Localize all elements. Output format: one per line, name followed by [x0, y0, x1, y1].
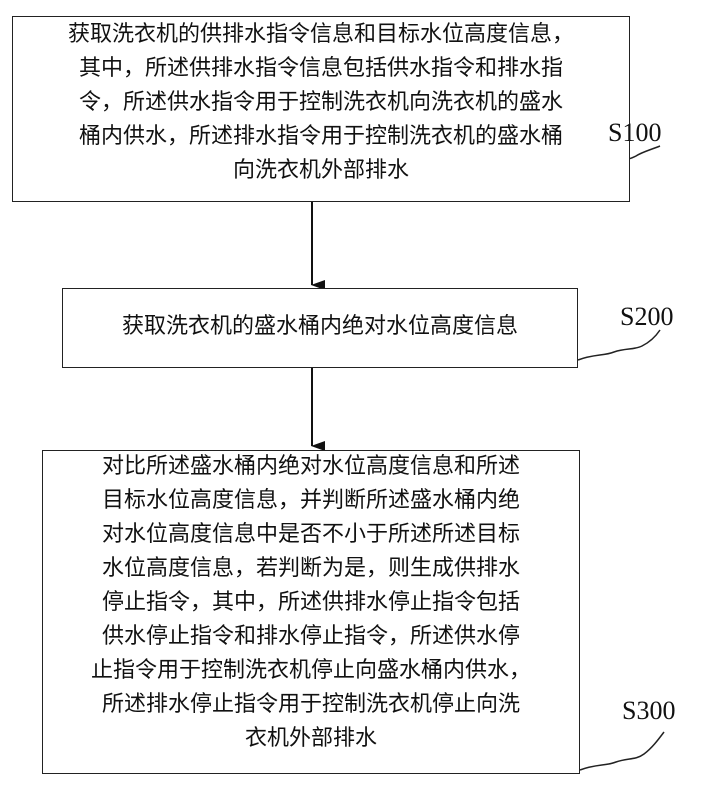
text-line: 水位高度信息，若判断为是，则生成供排水: [101, 556, 520, 581]
step-box-s200: [62, 288, 578, 368]
text-line: 对水位高度信息中是否不小于所述所述目标: [101, 522, 520, 547]
text-line: 获取洗衣机的盛水桶内绝对水位高度信息: [121, 314, 518, 339]
text-line: 向洗衣机外部排水: [232, 158, 409, 183]
step-box-s100: [12, 16, 630, 202]
leader-s200: [577, 329, 661, 361]
text-line: 桶内供水，所述排水指令用于控制洗衣机的盛水桶: [78, 124, 563, 149]
text-line: 所述排水停止指令用于控制洗衣机停止向洗: [101, 692, 520, 717]
text-line: 止指令用于控制洗衣机停止向盛水桶内供水，: [90, 658, 531, 683]
leader-s300: [579, 731, 665, 771]
text-line: 衣机外部排水: [244, 726, 377, 751]
step-label-s200: S200: [620, 302, 674, 331]
step-label-s100: S100: [608, 118, 662, 147]
text-line: 其中，所述供排水指令信息包括供水指令和排水指: [78, 56, 563, 81]
text-line: 对比所述盛水桶内绝对水位高度信息和所述: [101, 454, 520, 479]
step-text-s200: 获取洗衣机的盛水桶内绝对水位高度信息: [62, 310, 578, 344]
text-line: 获取洗衣机的供排水指令信息和目标水位高度信息，: [67, 22, 574, 47]
text-line: 目标水位高度信息，并判断所述盛水桶内绝: [101, 488, 520, 513]
step-text-s100: 获取洗衣机的供排水指令信息和目标水位高度信息， 其中，所述供排水指令信息包括供水…: [12, 18, 630, 188]
step-box-s300: [42, 450, 580, 774]
text-line: 令，所述供水指令用于控制洗衣机向洗衣机的盛水: [78, 90, 563, 115]
text-line: 停止指令，其中，所述供排水停止指令包括: [101, 590, 520, 615]
step-text-s300: 对比所述盛水桶内绝对水位高度信息和所述 目标水位高度信息，并判断所述盛水桶内绝 …: [42, 450, 580, 756]
text-line: 供水停止指令和排水停止指令，所述供水停: [101, 624, 520, 649]
step-label-s300: S300: [622, 696, 676, 725]
